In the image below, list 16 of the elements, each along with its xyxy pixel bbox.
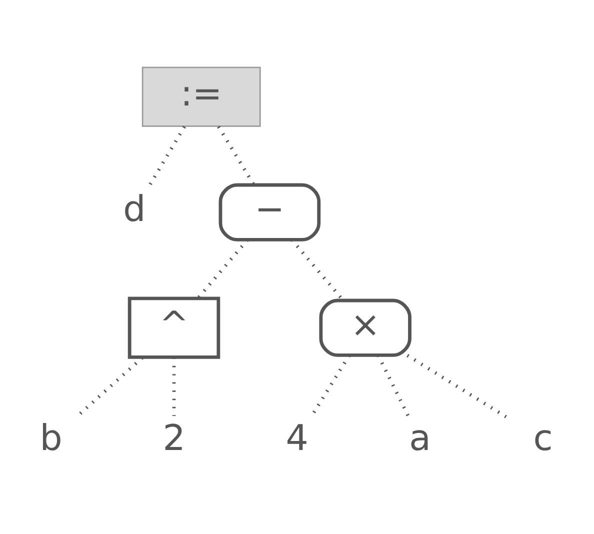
connector [196, 238, 249, 300]
connector [76, 356, 144, 418]
node-box: − [218, 183, 321, 242]
node-text: 4 [286, 418, 308, 459]
node-text: c [533, 418, 553, 459]
connector [406, 354, 507, 418]
node-text: d [123, 188, 146, 230]
connector [376, 354, 410, 416]
node-box: × [319, 298, 412, 357]
node-text: a [409, 418, 431, 459]
connector [217, 126, 256, 186]
connector [147, 126, 186, 188]
node-text: b [40, 418, 62, 459]
node-box: ^ [128, 296, 220, 359]
node-text: 2 [162, 418, 186, 459]
node-box: := [142, 66, 261, 127]
